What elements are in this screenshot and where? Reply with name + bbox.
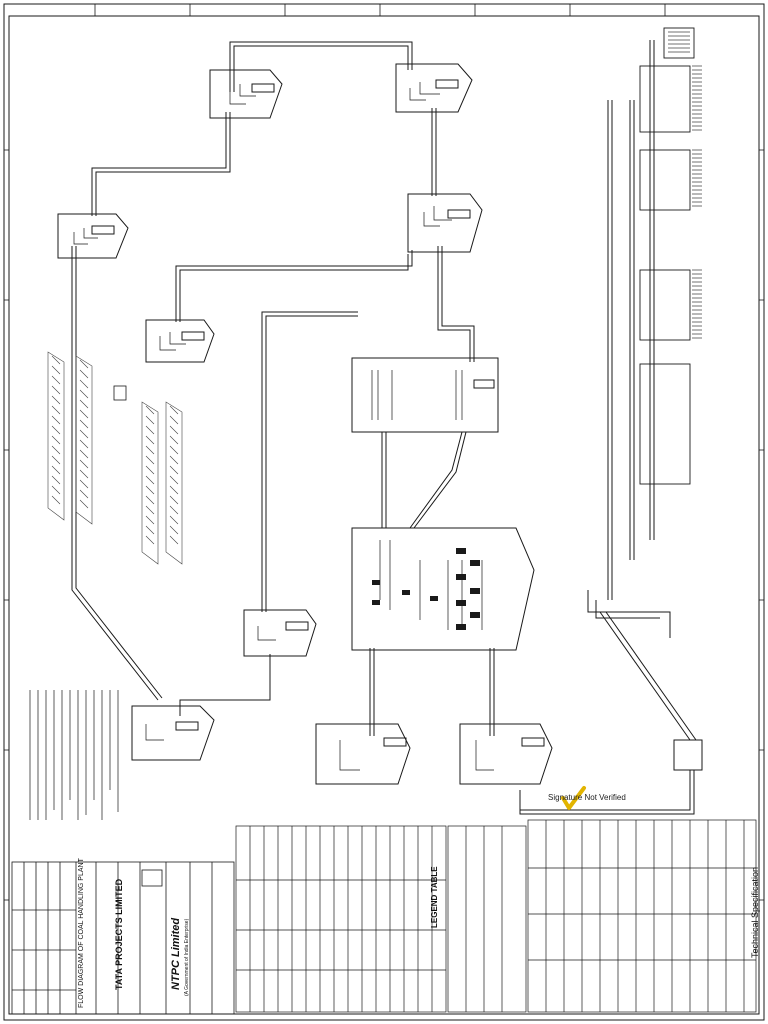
stockyard-piles (47, 351, 183, 565)
tp-bottom-left (243, 609, 317, 657)
wagon-tippler (673, 739, 703, 771)
bunker-bays (639, 27, 695, 485)
tp-top-left (209, 69, 283, 119)
outer-border (3, 3, 765, 1021)
stockyard-symbol (113, 385, 127, 401)
legend-table-title: LEGEND TABLE (430, 866, 439, 928)
screen-house-feeders (372, 548, 480, 630)
signature-check-icon (561, 786, 586, 810)
tp-mid-right (407, 193, 483, 253)
title-block (11, 861, 235, 1015)
tp-left-mid (145, 319, 215, 363)
client-name: NTPC Limited (170, 917, 182, 990)
spec-title: Technical Specification (750, 866, 760, 958)
tp-top-right (395, 63, 473, 113)
client-subtitle: (A Government of India Enterprise) (184, 918, 190, 996)
screen-house (351, 527, 535, 651)
tp-bottom-stacker (131, 705, 215, 761)
transfer-points (57, 63, 703, 785)
notes-block (29, 690, 119, 820)
drawing-title: FLOW DIAGRAM OF COAL HANDLING PLANT (78, 858, 85, 1008)
legend-table (235, 825, 527, 1013)
bunker-hatching (668, 31, 702, 339)
right-edge-conveyor (587, 590, 671, 638)
inner-border (8, 15, 760, 1015)
contractor-name: TATA PROJECTS LIMITED (114, 878, 124, 990)
crusher-house (351, 357, 499, 433)
tower-internal-lines (73, 82, 494, 771)
spec-table (527, 819, 757, 1013)
tp-left (57, 213, 129, 259)
tp-bottom-center (315, 723, 411, 785)
signature-stamp: Signature Not Verified (548, 793, 626, 802)
zone-ticks (4, 4, 764, 901)
tp-bottom-right (459, 723, 553, 785)
conveyor-routes (71, 40, 697, 815)
